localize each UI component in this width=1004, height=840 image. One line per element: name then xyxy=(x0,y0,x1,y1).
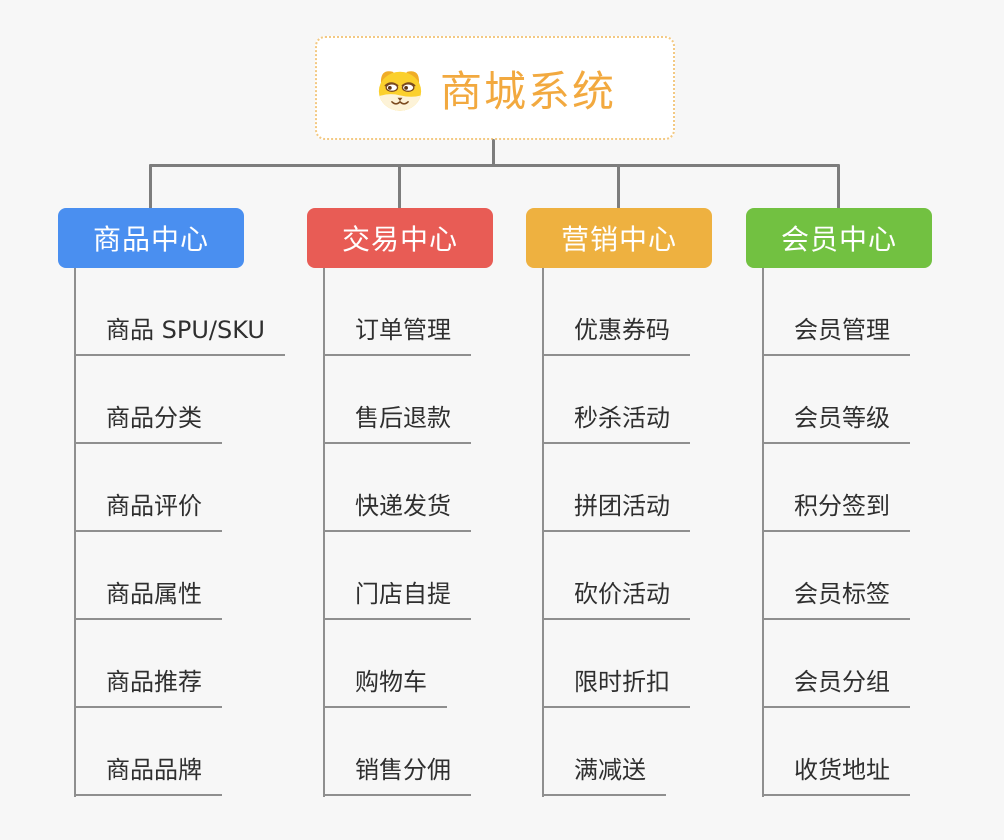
subtopic-item[interactable]: 砍价活动 xyxy=(542,581,690,620)
subtopic-item[interactable]: 快递发货 xyxy=(323,493,471,532)
subtopic-item[interactable]: 优惠券码 xyxy=(542,317,690,356)
connector-drop-4 xyxy=(837,164,840,209)
dog-face-icon xyxy=(378,71,422,111)
subtopic-item[interactable]: 售后退款 xyxy=(323,405,471,444)
branch-trade-center: 交易中心 订单管理 售后退款 快递发货 门店自提 购物车 销售分佣 xyxy=(307,208,552,797)
branch-node[interactable]: 会员中心 xyxy=(746,208,932,268)
branch-member-center: 会员中心 会员管理 会员等级 积分签到 会员标签 会员分组 收货地址 xyxy=(746,208,991,797)
subtopic-item[interactable]: 拼团活动 xyxy=(542,493,690,532)
subtopic-item[interactable]: 会员标签 xyxy=(762,581,910,620)
subtopic-item[interactable]: 商品品牌 xyxy=(74,757,222,796)
root-topic[interactable]: 商城系统 xyxy=(315,36,675,140)
subtopic-item[interactable]: 销售分佣 xyxy=(323,757,471,796)
branch-spine xyxy=(323,268,325,797)
subtopic-item[interactable]: 购物车 xyxy=(323,669,447,708)
subtopic-item[interactable]: 会员管理 xyxy=(762,317,910,356)
subtopic-item[interactable]: 收货地址 xyxy=(762,757,910,796)
branch-subtopics: 会员管理 会员等级 积分签到 会员标签 会员分组 收货地址 xyxy=(746,268,991,797)
branch-node[interactable]: 交易中心 xyxy=(307,208,493,268)
subtopic-item[interactable]: 会员等级 xyxy=(762,405,910,444)
subtopic-item[interactable]: 商品评价 xyxy=(74,493,222,532)
branch-spine xyxy=(542,268,544,797)
connector-drop-1 xyxy=(149,164,152,209)
subtopic-item[interactable]: 商品推荐 xyxy=(74,669,222,708)
branch-marketing-center: 营销中心 优惠券码 秒杀活动 拼团活动 砍价活动 限时折扣 满减送 xyxy=(526,208,771,797)
root-topic-title: 商城系统 xyxy=(439,66,616,116)
subtopic-item[interactable]: 限时折扣 xyxy=(542,669,690,708)
branch-spine xyxy=(762,268,764,797)
subtopic-item[interactable]: 秒杀活动 xyxy=(542,405,690,444)
subtopic-item[interactable]: 商品分类 xyxy=(74,405,222,444)
connector-drop-3 xyxy=(617,164,620,209)
branch-spine xyxy=(74,268,76,797)
branch-product-center: 商品中心 商品 SPU/SKU 商品分类 商品评价 商品属性 商品推荐 商品品牌 xyxy=(58,208,303,797)
branch-subtopics: 商品 SPU/SKU 商品分类 商品评价 商品属性 商品推荐 商品品牌 xyxy=(58,268,303,797)
connector-rail xyxy=(149,164,840,167)
subtopic-item[interactable]: 商品属性 xyxy=(74,581,222,620)
branch-node[interactable]: 商品中心 xyxy=(58,208,244,268)
connector-root-stub xyxy=(492,139,495,166)
subtopic-item[interactable]: 门店自提 xyxy=(323,581,471,620)
subtopic-item[interactable]: 会员分组 xyxy=(762,669,910,708)
subtopic-item[interactable]: 订单管理 xyxy=(323,317,471,356)
branch-subtopics: 优惠券码 秒杀活动 拼团活动 砍价活动 限时折扣 满减送 xyxy=(526,268,771,797)
subtopic-item[interactable]: 积分签到 xyxy=(762,493,910,532)
connector-drop-2 xyxy=(398,164,401,209)
subtopic-item[interactable]: 满减送 xyxy=(542,757,666,796)
branch-node[interactable]: 营销中心 xyxy=(526,208,712,268)
branch-subtopics: 订单管理 售后退款 快递发货 门店自提 购物车 销售分佣 xyxy=(307,268,552,797)
subtopic-item[interactable]: 商品 SPU/SKU xyxy=(74,317,285,356)
